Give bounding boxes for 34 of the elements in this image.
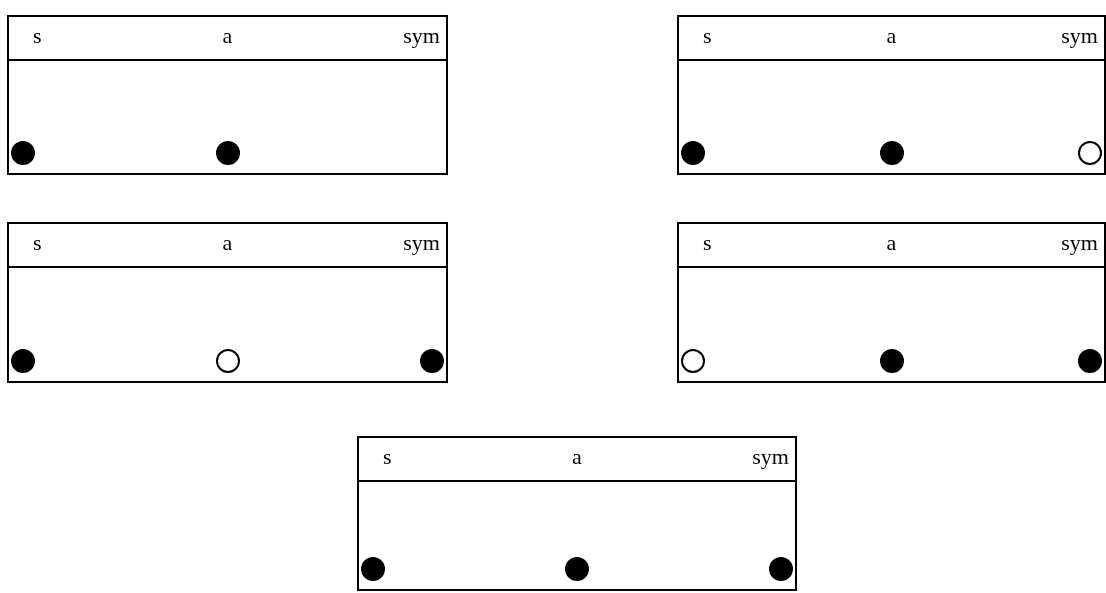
open-circle <box>216 349 240 373</box>
filled-dot <box>216 141 240 165</box>
open-circle <box>1078 141 1102 165</box>
filled-dot <box>420 349 444 373</box>
column-header: s <box>383 444 392 470</box>
column-header: a <box>572 444 582 470</box>
filled-dot <box>565 557 589 581</box>
open-circle <box>681 349 705 373</box>
column-header: s <box>33 230 42 256</box>
filled-dot <box>880 349 904 373</box>
column-header: a <box>222 23 233 49</box>
column-header: sym <box>752 444 789 470</box>
column-header: a <box>886 23 897 49</box>
column-header: sym <box>1061 230 1098 256</box>
filled-dot <box>361 557 385 581</box>
table-box <box>677 15 1106 175</box>
table-box <box>7 15 448 175</box>
filled-dot <box>1078 349 1102 373</box>
column-header: s <box>703 23 712 49</box>
column-header: a <box>222 230 233 256</box>
column-header: s <box>703 230 712 256</box>
column-header: sym <box>1061 23 1098 49</box>
column-header: sym <box>403 230 440 256</box>
column-header: a <box>886 230 897 256</box>
column-header: sym <box>403 23 440 49</box>
filled-dot <box>11 349 35 373</box>
filled-dot <box>880 141 904 165</box>
filled-dot <box>681 141 705 165</box>
filled-dot <box>11 141 35 165</box>
filled-dot <box>769 557 793 581</box>
table-box <box>677 222 1106 383</box>
table-box <box>7 222 448 383</box>
column-header: s <box>33 23 42 49</box>
table-box <box>357 436 797 591</box>
